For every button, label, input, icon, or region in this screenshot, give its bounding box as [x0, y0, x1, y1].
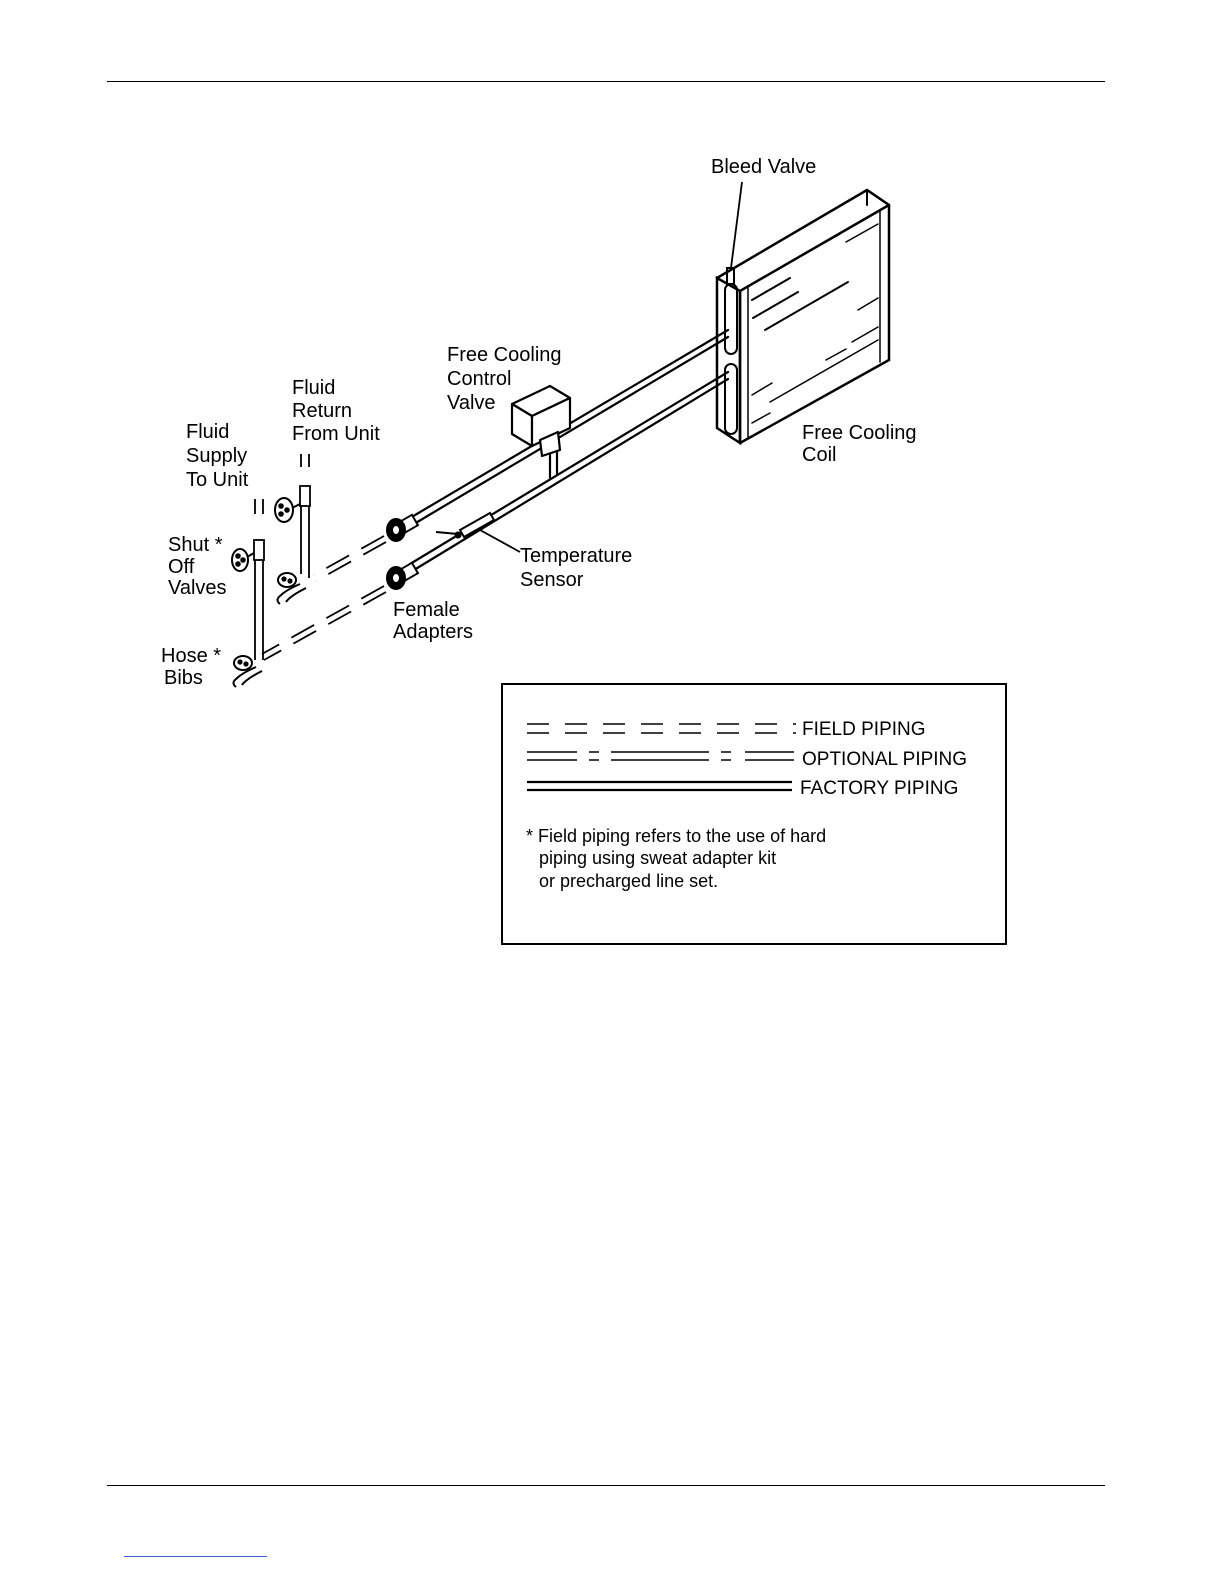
- label-female-adapters: Female Adapters: [393, 599, 473, 643]
- legend-box: FIELD PIPING OPTIONAL PIPING FACTORY PIP…: [501, 683, 1007, 945]
- svg-text:Free Cooling: Free Cooling: [447, 344, 562, 366]
- svg-text:Valve: Valve: [447, 392, 496, 414]
- vertical-piping: [253, 454, 311, 660]
- footer-rule: [107, 1485, 1105, 1486]
- legend-note-line-3: or precharged line set.: [539, 871, 718, 891]
- svg-text:From Unit: From Unit: [292, 423, 380, 445]
- hose-bib-drawings: [232, 572, 307, 688]
- svg-text:Control: Control: [447, 368, 511, 390]
- legend-field-piping-label: FIELD PIPING: [802, 719, 926, 740]
- legend-factory-piping-swatch: [527, 780, 792, 792]
- svg-text:Shut *: Shut *: [168, 534, 223, 556]
- legend-note-line-2: piping using sweat adapter kit: [539, 848, 776, 868]
- label-temperature-sensor: Temperature Sensor: [520, 545, 632, 591]
- control-valve-box: [510, 384, 572, 458]
- label-bleed-valve: Bleed Valve: [711, 156, 816, 178]
- label-fluid-supply: Fluid Supply To Unit: [186, 421, 249, 491]
- free-cooling-coil-drawing: [715, 188, 891, 446]
- leader-lines: [479, 181, 743, 553]
- svg-text:Fluid: Fluid: [186, 421, 229, 443]
- label-shut-off-valves: Shut * Off Valves: [168, 534, 227, 599]
- female-adapters-drawing: [386, 513, 420, 590]
- svg-text:Hose *: Hose *: [161, 645, 221, 667]
- legend-factory-piping-label: FACTORY PIPING: [800, 778, 958, 799]
- svg-text:Off: Off: [168, 556, 195, 578]
- svg-text:Coil: Coil: [802, 444, 836, 466]
- temperature-sensor-drawing: [435, 511, 496, 539]
- svg-text:Valves: Valves: [168, 577, 227, 599]
- svg-text:Sensor: Sensor: [520, 569, 584, 591]
- legend-optional-piping-label: OPTIONAL PIPING: [802, 749, 967, 770]
- label-hose-bibs: Hose * Bibs: [161, 645, 221, 689]
- svg-text:Fluid: Fluid: [292, 377, 335, 399]
- svg-text:To Unit: To Unit: [186, 469, 249, 491]
- svg-text:Adapters: Adapters: [393, 621, 473, 643]
- svg-text:Female: Female: [393, 599, 460, 621]
- svg-text:Free Cooling: Free Cooling: [802, 422, 917, 444]
- footer-link-underline: [124, 1556, 267, 1557]
- svg-text:Supply: Supply: [186, 445, 247, 467]
- header-rule: [107, 81, 1105, 82]
- svg-text:Return: Return: [292, 400, 352, 422]
- label-free-cooling-control-valve: Free Cooling Control Valve: [447, 344, 562, 414]
- legend-field-piping-swatch: [527, 723, 796, 734]
- legend-optional-piping-swatch: [527, 751, 794, 761]
- field-piping: [261, 535, 387, 661]
- legend-note-line-1: * Field piping refers to the use of hard: [526, 826, 826, 846]
- label-free-cooling-coil: Free Cooling Coil: [802, 422, 917, 466]
- shut-off-valve-drawings: [231, 497, 301, 572]
- svg-text:Bibs: Bibs: [164, 667, 203, 689]
- svg-text:Temperature: Temperature: [520, 545, 632, 567]
- label-fluid-return: Fluid Return From Unit: [292, 377, 380, 445]
